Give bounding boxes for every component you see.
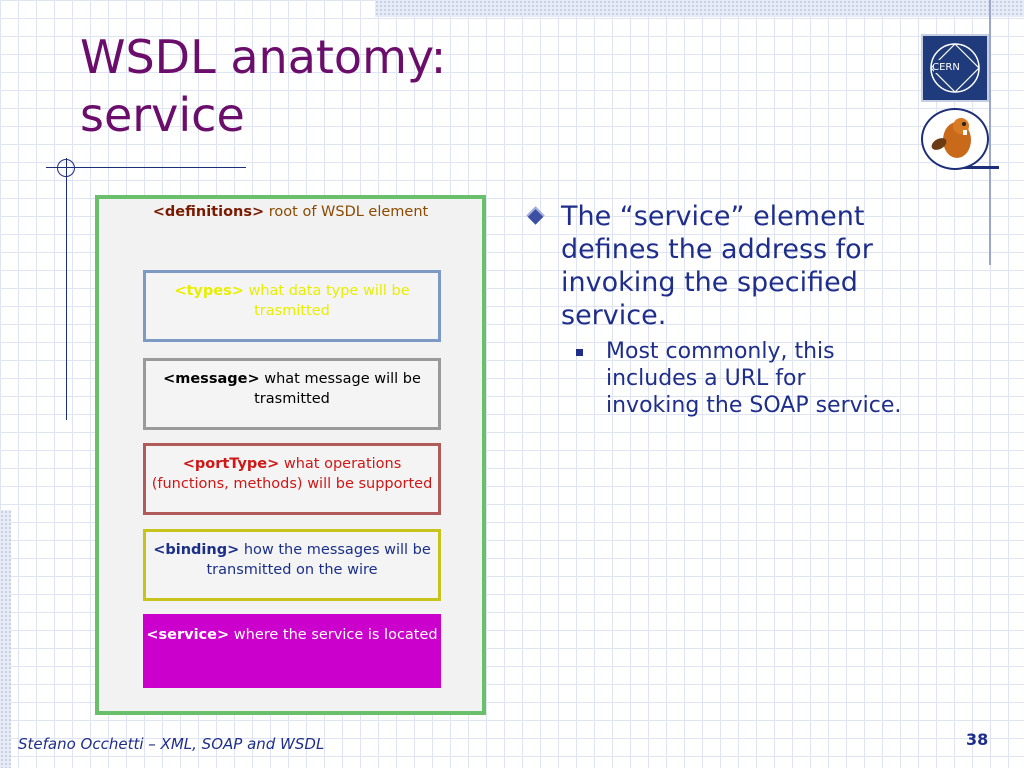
cern-logo-text: CERN	[932, 62, 960, 73]
types-desc: what data type will be trasmitted	[243, 283, 410, 319]
binding-desc: how the messages will be transmitted on …	[206, 542, 431, 578]
bullet-main-text: The “service” element defines the addres…	[561, 201, 873, 331]
message-desc: what message will be trasmitted	[254, 371, 421, 407]
title-line-2: service	[80, 88, 245, 142]
binding-box: <binding> how the messages will be trans…	[143, 529, 441, 601]
porttype-desc: what operations (functions, methods) wil…	[151, 456, 433, 492]
right-divider-line	[989, 0, 991, 265]
bullet-sub: Most commonly, this includes a URL for i…	[525, 338, 905, 419]
definitions-desc: root of WSDL element	[264, 204, 429, 220]
page-number: 38	[966, 730, 989, 749]
types-box: <types> what data type will be trasmitte…	[143, 270, 441, 342]
beaver-logo	[921, 108, 989, 170]
top-decor-band	[375, 0, 1024, 17]
left-divider-line	[66, 158, 67, 420]
left-decor-band	[0, 510, 11, 768]
diamond-bullet-icon	[526, 206, 545, 225]
slide-title: WSDL anatomy: service	[80, 28, 510, 144]
footer-text: Stefano Occhetti – XML, SOAP and WSDL	[18, 735, 325, 753]
porttype-tag: <portType>	[182, 456, 280, 472]
bullet-main: The “service” element defines the addres…	[525, 200, 905, 332]
bullet-list: The “service” element defines the addres…	[525, 200, 905, 419]
bullet-sub-text: Most commonly, this includes a URL for i…	[606, 339, 902, 418]
beaver-graphic	[931, 118, 971, 158]
types-tag: <types>	[174, 283, 244, 299]
binding-tag: <binding>	[153, 542, 240, 558]
definitions-tag: <definitions>	[152, 204, 265, 220]
cern-logo: CERN	[921, 34, 989, 102]
square-bullet-icon	[576, 349, 583, 356]
porttype-box: <portType> what operations (functions, m…	[143, 443, 441, 515]
service-desc: where the service is located	[229, 627, 438, 643]
crosshair-decoration	[57, 159, 75, 177]
message-box: <message> what message will be trasmitte…	[143, 358, 441, 430]
cern-logo-graphic: CERN	[930, 43, 980, 93]
title-line-1: WSDL anatomy:	[80, 30, 447, 84]
message-tag: <message>	[163, 371, 260, 387]
logo-underline	[957, 166, 999, 169]
service-box: <service> where the service is located	[143, 614, 441, 688]
service-tag: <service>	[146, 627, 230, 643]
definitions-label: <definitions> root of WSDL element	[103, 204, 478, 220]
title-underline	[46, 167, 246, 168]
